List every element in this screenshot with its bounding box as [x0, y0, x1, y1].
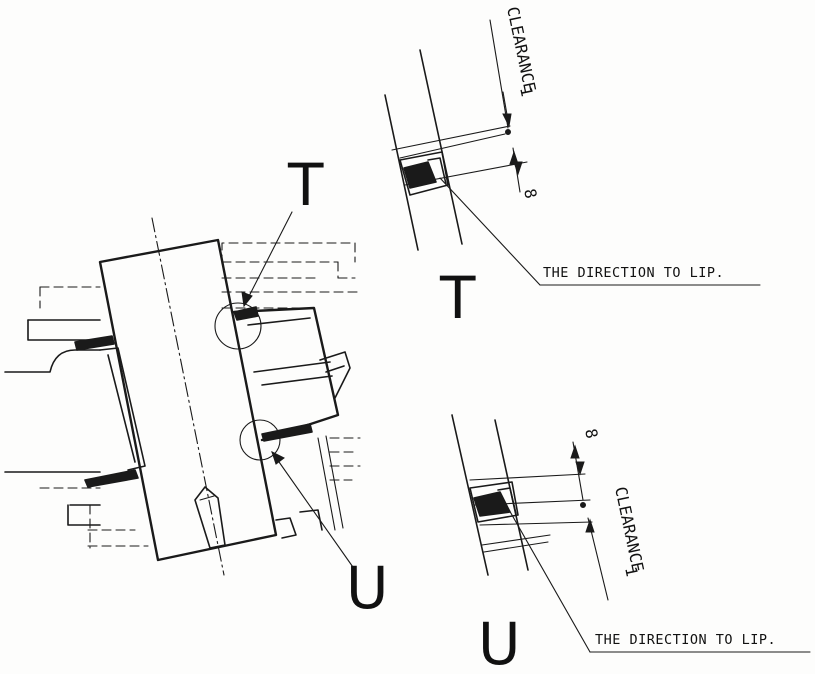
detail-circle-t — [214, 302, 262, 350]
seal-bottom-value: 8 — [581, 427, 602, 440]
callout-u: U — [478, 610, 520, 674]
detail-u-view: 8 CLEARANCE 1 THE DIRECTION TO LIP. U — [451, 414, 811, 674]
leader-t — [241, 211, 293, 308]
detail-circle-u — [239, 419, 281, 461]
leader-u — [271, 451, 356, 571]
callout-t: T — [439, 264, 476, 332]
clearance-top-label: CLEARANCE — [503, 5, 540, 94]
lip-note-bottom: THE DIRECTION TO LIP. — [595, 632, 776, 648]
seal-top-value: 8 — [520, 187, 541, 200]
clearance-bottom-label: CLEARANCE — [611, 485, 648, 574]
clearance-top-value: 1 — [516, 85, 537, 98]
inner-ring — [74, 335, 146, 488]
assembly-view: T U — [4, 151, 388, 622]
clearance-bottom-value: 1 — [621, 565, 642, 578]
side-housing — [232, 306, 351, 539]
label-u: U — [346, 554, 388, 622]
housing-outline — [39, 242, 361, 549]
lip-note-top: THE DIRECTION TO LIP. — [543, 265, 724, 281]
detail-t-view: CLEARANCE 1 8 THE DIRECTION TO LIP. T — [384, 5, 761, 332]
label-t: T — [287, 151, 324, 219]
shaft — [4, 319, 101, 526]
bearing-body — [98, 217, 278, 576]
